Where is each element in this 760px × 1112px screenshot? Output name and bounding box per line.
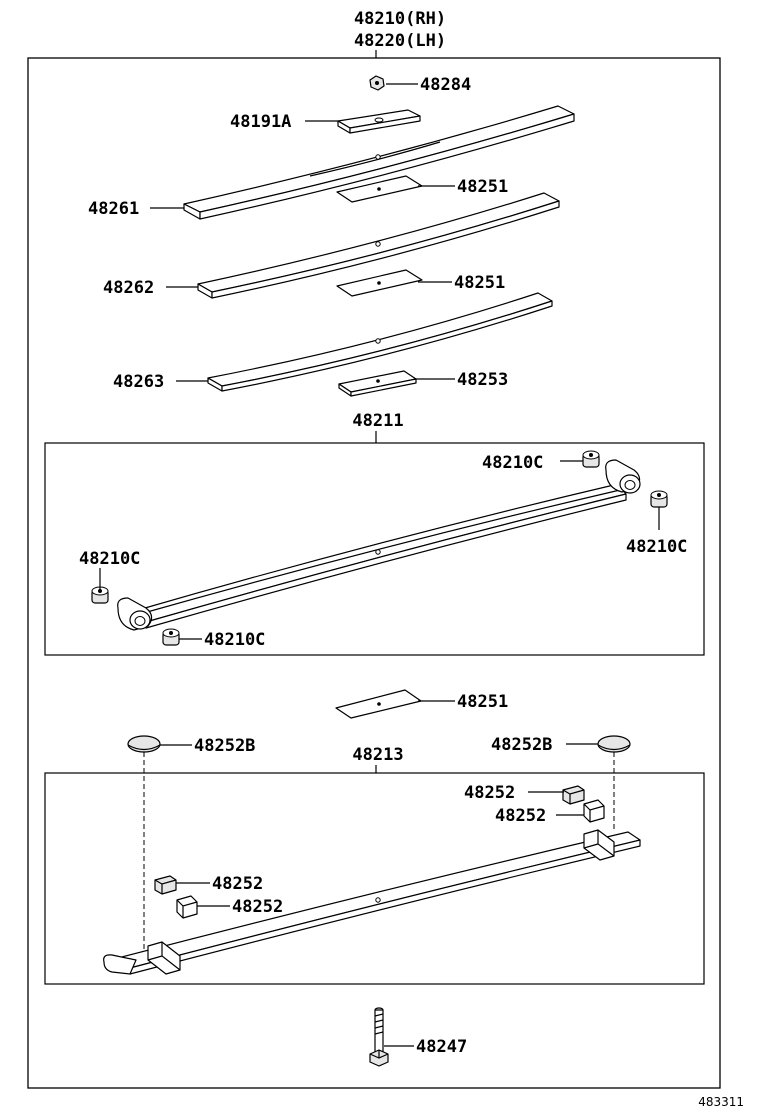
- cap-48252b-left: [127, 735, 161, 753]
- header-line-rh: 48210(RH): [354, 9, 446, 29]
- label-48252-d: 48252: [232, 897, 283, 917]
- label-48210c-bottom-left: 48210C: [204, 630, 265, 650]
- label-48191a: 48191A: [230, 112, 291, 132]
- cap-48252b-right: [597, 735, 631, 753]
- label-48262: 48262: [103, 278, 154, 298]
- label-48211: 48211: [352, 411, 403, 431]
- leaf-48262: [197, 192, 560, 299]
- main-leaf-48211: [117, 459, 641, 631]
- bushing-48210c-right: [650, 490, 668, 508]
- bolt-48247: [369, 1007, 389, 1067]
- leaf-48263: [207, 292, 553, 392]
- header-line-lh: 48220(LH): [354, 31, 446, 51]
- clip-48252-d: [176, 895, 198, 919]
- leaf-48261: [183, 105, 575, 220]
- label-48210c-top-right: 48210C: [482, 453, 543, 473]
- label-48261: 48261: [88, 199, 139, 219]
- label-48247: 48247: [416, 1037, 467, 1057]
- clip-48252-a: [562, 785, 585, 805]
- lower-leaf-48213: [103, 829, 641, 975]
- diagram-code: 483311: [698, 1095, 744, 1109]
- nut-48284: [369, 75, 385, 91]
- label-48263: 48263: [113, 372, 164, 392]
- box-48213: [44, 772, 705, 985]
- label-48284: 48284: [420, 75, 471, 95]
- label-48213: 48213: [352, 745, 403, 765]
- outer-frame: [27, 57, 721, 1089]
- label-48252-c: 48252: [212, 874, 263, 894]
- pad-48251-low: [335, 689, 422, 719]
- label-48251-top: 48251: [457, 177, 508, 197]
- pad-48251-mid: [336, 269, 423, 297]
- label-48252-a: 48252: [464, 783, 515, 803]
- label-48252b-left: 48252B: [194, 736, 255, 756]
- bushing-48210c-bottom-left: [162, 628, 180, 646]
- label-48251-low: 48251: [457, 692, 508, 712]
- label-48252-b: 48252: [495, 806, 546, 826]
- box-48211: [44, 442, 705, 656]
- pad-48253: [338, 370, 417, 397]
- label-48251-mid: 48251: [454, 273, 505, 293]
- label-48252b-right: 48252B: [491, 735, 552, 755]
- bushing-48210c-top-right: [582, 450, 600, 468]
- clip-48252-c: [154, 875, 177, 895]
- label-48210c-left: 48210C: [79, 549, 140, 569]
- label-48210c-right: 48210C: [626, 537, 687, 557]
- plate-48191a: [337, 109, 421, 134]
- clip-48252-b: [583, 799, 605, 823]
- label-48253: 48253: [457, 370, 508, 390]
